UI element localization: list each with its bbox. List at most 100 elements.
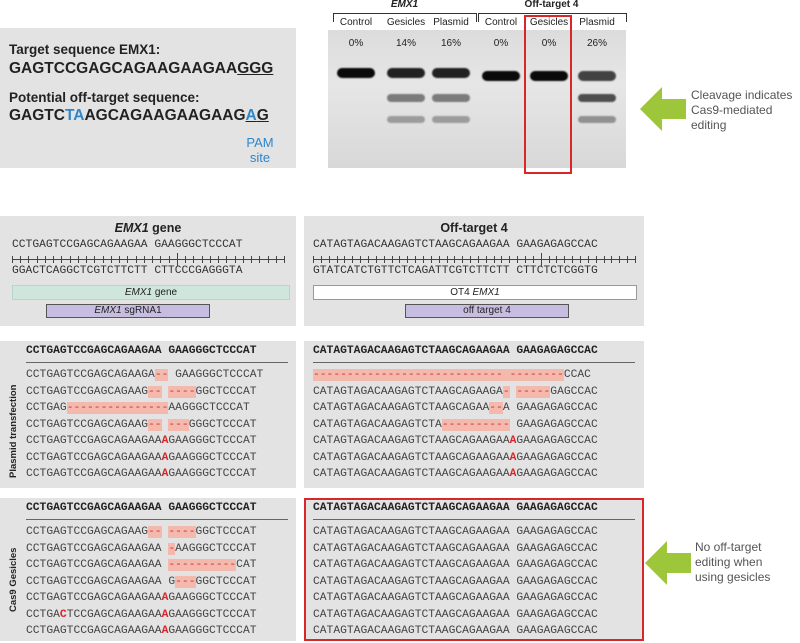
ruler-tick — [45, 256, 46, 263]
gesicles-side-label: Cas9 Gesicles — [8, 547, 19, 612]
ruler-tick — [360, 256, 361, 263]
gel-lane-label: Plasmid — [433, 17, 469, 28]
ruler-tick — [321, 256, 322, 263]
ruler-tick — [368, 256, 369, 263]
aligned-read-row: CATAGTAGACAAGAGTCTA---------- GAAGAGAGCC… — [313, 418, 598, 431]
aligned-read-row: CCTGACTCCGAGCAGAAGAAAGAAGGGCTCCCAT — [26, 608, 257, 621]
aligned-read-row: CATAGTAGACAAGAGTCTAAGCAGAAGAAAGAAGAGAGCC… — [313, 468, 598, 480]
ruler-tick — [635, 256, 636, 263]
ruler-tick — [572, 256, 573, 263]
gel-band — [578, 94, 616, 102]
ruler-tick — [462, 256, 463, 263]
emx1-sgrna-bar: EMX1 sgRNA1 — [46, 304, 210, 318]
plasmid-left-panel — [0, 341, 296, 488]
ruler-tick — [384, 256, 385, 263]
offtarget-sequence: GAGTCTAAGCAGAAGAAGAAGAG — [9, 107, 269, 124]
aligned-read-row: CATAGTAGACAAGAGTCTAAGCAGAAGAA GAAGAGAGCC… — [313, 608, 598, 621]
offtarget4-ruler — [313, 253, 636, 266]
ruler-tick — [70, 256, 71, 263]
ruler-tick — [423, 256, 424, 263]
ruler-tick — [136, 256, 137, 263]
ruler-tick — [604, 256, 605, 263]
ruler-tick — [152, 256, 153, 263]
ruler-tick — [20, 256, 21, 263]
ruler-tick — [226, 256, 227, 263]
aligned-read-row: CCTGAGTCCGAGCAGAAGAA -AAGGGCTCCCAT — [26, 542, 257, 555]
emx1-seq-bottom: GGACTCAGGCTCGTCTTCTT CTTCCCGAGGGTA — [12, 265, 243, 277]
ruler-tick — [37, 256, 38, 263]
aligned-read-row: CATAGTAGACAAGAGTCTAAGCAGAAGAA GAAGAGAGCC… — [313, 542, 598, 555]
aligned-read-row: CCTGAGTCCGAGCAGAAG-- ----GGCTCCCAT — [26, 526, 257, 538]
gel-band — [578, 116, 616, 123]
gel-group-emx1: EMX1 — [390, 0, 419, 10]
gel-band — [578, 71, 616, 81]
ruler-tick — [431, 256, 432, 263]
gel-lane-percent: 26% — [586, 38, 607, 49]
ruler-tick — [210, 256, 211, 263]
aligned-read-row: CCTGAGTCCGAGCAGAAGAA ----------CAT — [26, 559, 257, 571]
ruler-tick — [486, 256, 487, 263]
no-offtarget-annotation: No off-target editing when using gesicle… — [695, 540, 771, 584]
ruler-tick — [86, 256, 87, 263]
ruler-tick — [276, 256, 277, 263]
cleavage-arrow-icon — [640, 87, 686, 131]
gel-lane-percent: 0% — [493, 38, 509, 49]
aligned-read-row: CATAGTAGACAAGAGTCTAAGCAGAAGAAAGAAGAGAGCC… — [313, 451, 598, 464]
plasmid-left-reference: CCTGAGTCCGAGCAGAAGAA GAAGGGCTCCCAT — [26, 345, 257, 357]
gesicles-right-highlight-box — [304, 498, 644, 641]
ruler-tick — [12, 256, 13, 263]
aligned-read-row: CATAGTAGACAAGAGTCTAAGCAGAAGAA GAAGAGAGCC… — [313, 575, 598, 588]
aligned-read-row: CATAGTAGACAAGAGTCTAAGCAGAA--A GAAGAGAGCC… — [313, 402, 598, 414]
ruler-tick — [352, 256, 353, 263]
offtarget4-seq-bottom: GTATCATCTGTTCTCAGATTCGTCTTCTT CTTCTCTCGG… — [313, 265, 598, 277]
ruler-tick — [61, 256, 62, 263]
gel-bracket-emx1 — [333, 13, 477, 22]
ruler-tick — [470, 256, 471, 263]
gesicles-right-reference: CATAGTAGACAAGAGTCTAAGCAGAAGAA GAAGAGAGCC… — [313, 502, 598, 514]
aligned-read-row: CCTGAGTCCGAGCAGAAGAAAGAAGGGCTCCCAT — [26, 451, 257, 464]
gel-band — [387, 94, 425, 102]
emx1-ruler — [12, 253, 285, 266]
offtarget4-seq-top: CATAGTAGACAAGAGTCTAAGCAGAAGAA GAAGAGAGCC… — [313, 239, 598, 251]
target-sequence: GAGTCCGAGCAGAAGAAGAAGGG — [9, 60, 274, 77]
ruler-tick — [185, 256, 186, 263]
ruler-tick — [78, 256, 79, 263]
ruler-tick — [549, 256, 550, 263]
offtarget4-gene-bar: OT4 EMX1 — [313, 285, 637, 300]
aligned-read-row: CATAGTAGACAAGAGTCTAAGCAGAAGAA GAAGAGAGCC… — [313, 526, 598, 538]
aligned-read-row: CCTGAGTCCGAGCAGAAGA-- GAAGGGCTCCCAT — [26, 369, 264, 381]
ruler-tick — [251, 256, 252, 263]
ruler-tick — [478, 256, 479, 263]
ruler-tick — [399, 256, 400, 263]
plasmid-right-panel — [304, 341, 644, 488]
ruler-tick — [447, 256, 448, 263]
ruler-tick — [564, 256, 565, 263]
aligned-read-row: CATAGTAGACAAGAGTCTAAGCAGAAGAA GAAGAGAGCC… — [313, 592, 598, 604]
ruler-tick — [627, 256, 628, 263]
gesicles-right-divider — [313, 519, 635, 520]
gel-band — [337, 68, 375, 78]
ruler-tick — [541, 253, 542, 266]
gel-group-offtarget4: Off-target 4 — [524, 0, 579, 10]
gel-lane-label: Gesicles — [529, 17, 569, 28]
gel-bracket-offtarget4 — [478, 13, 627, 22]
gel-band — [530, 71, 568, 81]
ruler-tick — [454, 256, 455, 263]
ruler-tick — [193, 256, 194, 263]
emx1-gene-title: EMX1 gene — [114, 221, 182, 235]
ruler-tick — [202, 256, 203, 263]
aligned-read-row: CCTGAGTCCGAGCAGAAG-- ---GGGCTCCCAT — [26, 418, 257, 431]
target-sequence-label: Target sequence EMX1: — [9, 42, 161, 57]
ruler-tick — [268, 256, 269, 263]
ruler-tick — [439, 256, 440, 263]
ruler-tick — [28, 256, 29, 263]
gel-band — [387, 116, 425, 123]
cleavage-annotation: Cleavage indicates Cas9-mediated editing — [691, 88, 793, 132]
gesicles-left-panel — [0, 498, 296, 641]
ruler-tick — [596, 256, 597, 263]
ruler-tick — [103, 256, 104, 263]
ruler-tick — [218, 256, 219, 263]
ruler-tick — [611, 256, 612, 263]
gel-band — [432, 116, 470, 123]
ruler-tick — [415, 256, 416, 263]
